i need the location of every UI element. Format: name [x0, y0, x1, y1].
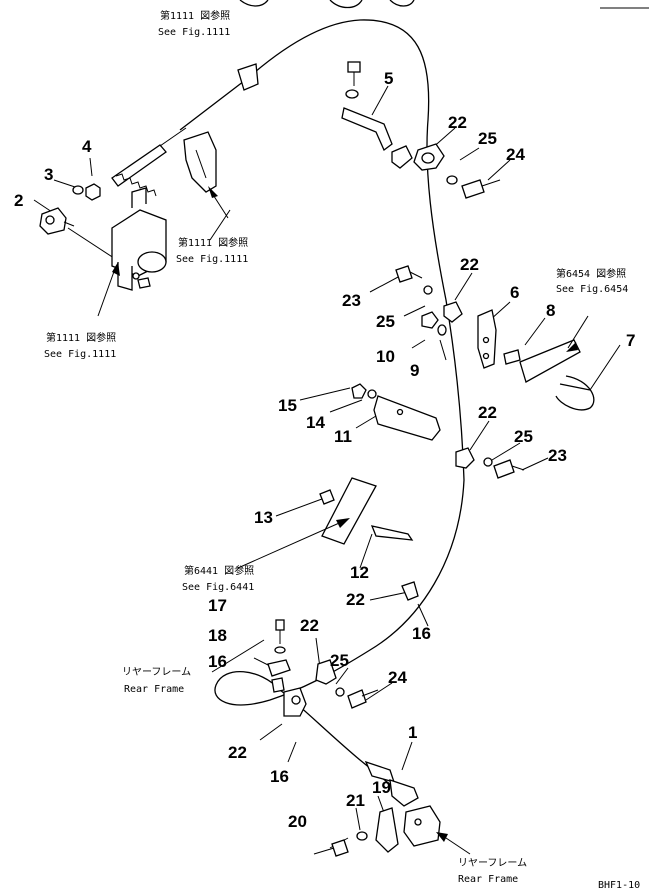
part-24-bolt-bottom	[347, 689, 379, 709]
part-11-bracket	[373, 395, 441, 441]
part-10-nut	[421, 311, 439, 329]
ref-fig6441-en: See Fig.6441	[182, 582, 254, 593]
ref-fig1111-left-jp: 第1111 図参照	[46, 331, 116, 344]
part-24-bolt-top	[461, 179, 501, 199]
part-13-plate	[319, 477, 377, 545]
part-22-clamp-lower	[455, 447, 475, 469]
part-22-clamp-bottom	[283, 687, 307, 717]
callout-20: 20	[288, 812, 307, 831]
part-14-washer	[367, 389, 377, 399]
part-25-washer-top	[446, 175, 458, 185]
top-cable-clamp	[237, 63, 259, 91]
drawing-code: BHF1-10	[598, 880, 640, 888]
ref-rear-frame-left-en: Rear Frame	[124, 684, 184, 695]
ref-fig6441-jp: 第6441 図参照	[184, 564, 254, 577]
ref-fig6454-en: See Fig.6454	[556, 284, 628, 295]
part-22-clamp-route	[401, 581, 419, 601]
callout-1: 1	[408, 723, 417, 742]
callout-25-c: 25	[514, 427, 533, 446]
callout-25-d: 25	[330, 651, 349, 670]
part-6-bracket	[477, 309, 497, 369]
callout-12: 12	[350, 563, 369, 582]
left-lever-bracket	[111, 187, 167, 291]
part-1-cable-end	[364, 760, 419, 807]
ref-rear-frame-right-en: Rear Frame	[458, 874, 518, 885]
part-16-clamp	[267, 659, 291, 693]
callout-23-a: 23	[342, 291, 361, 310]
callout-5: 5	[384, 69, 393, 88]
part-15-nut	[351, 383, 367, 399]
part-9-washer	[437, 324, 447, 336]
callout-17: 17	[208, 596, 227, 615]
callout-24-a: 24	[506, 145, 525, 164]
callout-22-f: 22	[228, 743, 247, 762]
ref-fig6454-jp: 第6454 図参照	[556, 267, 626, 280]
callout-13: 13	[254, 508, 273, 527]
part-12-pin	[370, 525, 414, 541]
callout-22-a: 22	[448, 113, 467, 132]
part-20-bolt	[313, 839, 349, 857]
part-7-rod	[519, 339, 595, 411]
reference-arrows	[97, 186, 589, 855]
callout-23-b: 23	[548, 446, 567, 465]
part-23-bolt-lower	[493, 459, 525, 479]
callout-24-b: 24	[388, 668, 407, 687]
ref-rear-frame-right-jp: リヤーフレーム	[458, 857, 527, 869]
part-22-clamp-top	[413, 143, 445, 171]
leader-lines	[33, 85, 621, 849]
part-8-clip	[503, 349, 521, 365]
part-5-bolt-bracket	[341, 61, 413, 169]
part-3-washer	[72, 185, 84, 195]
part-18-washer	[274, 646, 286, 654]
ref-fig1111-mid-jp: 第1111 図参照	[178, 236, 248, 249]
callout-21: 21	[346, 791, 365, 810]
ref-rear-frame-left-jp: リヤーフレーム	[122, 666, 191, 678]
cable-rod-end	[111, 127, 187, 197]
callout-9: 9	[410, 361, 419, 380]
rear-frame-block	[403, 805, 441, 847]
ref-fig1111-left-en: See Fig.1111	[44, 349, 116, 360]
part-25-washer-mid	[423, 285, 433, 295]
callout-3: 3	[44, 165, 53, 184]
callout-6: 6	[510, 283, 519, 302]
callout-10: 10	[376, 347, 395, 366]
callout-7: 7	[626, 331, 635, 350]
callout-4: 4	[82, 137, 92, 156]
part-25-washer-bottom	[335, 687, 345, 697]
part-23-bolt	[395, 265, 423, 283]
callout-22-b: 22	[460, 255, 479, 274]
ref-fig1111-mid-en: See Fig.1111	[176, 254, 248, 265]
callout-14: 14	[306, 413, 325, 432]
callout-16-c: 16	[270, 767, 289, 786]
part-2-clevis	[39, 207, 75, 235]
part-17-bolt	[275, 619, 285, 644]
part-25-washer-lower	[483, 457, 493, 467]
callout-16-a: 16	[412, 624, 431, 643]
callout-22-d: 22	[346, 590, 365, 609]
mid-bracket-fig1111	[183, 131, 217, 193]
callout-8: 8	[546, 301, 555, 320]
part-21-washer	[356, 831, 368, 841]
ref-fig1111-top-jp: 第1111 図参照	[160, 9, 230, 22]
ref-fig1111-top-en: See Fig.1111	[158, 27, 230, 38]
clipped-header-artwork	[239, 0, 649, 9]
part-19-bracket	[375, 807, 399, 853]
callout-25-b: 25	[376, 312, 395, 331]
callout-22-e: 22	[300, 616, 319, 635]
part-22-clamp-mid	[443, 301, 463, 323]
callout-22-c: 22	[478, 403, 497, 422]
callout-25-a: 25	[478, 129, 497, 148]
callout-11: 11	[334, 427, 352, 446]
part-4-nut	[85, 183, 101, 201]
part-22-clamp-lower2	[315, 659, 337, 685]
main-cable	[179, 19, 465, 787]
callout-16-b: 16	[208, 652, 227, 671]
callout-15: 15	[278, 396, 297, 415]
callout-2: 2	[14, 191, 23, 210]
callout-18: 18	[208, 626, 227, 645]
callout-19: 19	[372, 778, 391, 797]
